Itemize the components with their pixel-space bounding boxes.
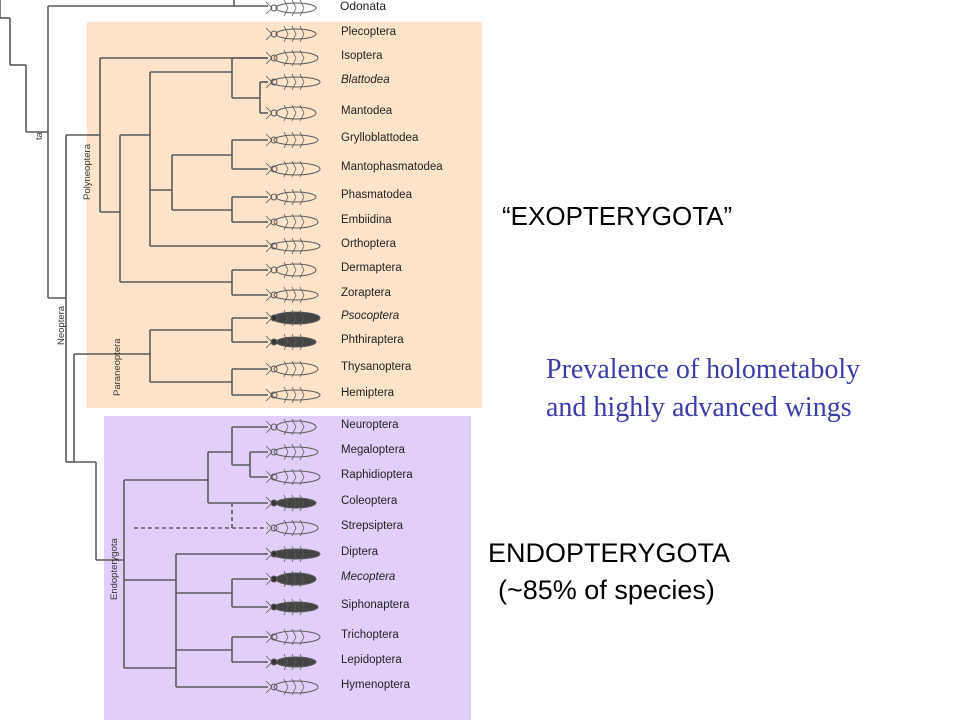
insect-icon (265, 237, 321, 255)
insect-icon (265, 309, 321, 327)
taxon-label-phthiraptera: Phthiraptera (341, 334, 404, 346)
taxon-label-hymenoptera: Hymenoptera (341, 679, 411, 691)
taxon-label-diptera: Diptera (341, 546, 379, 558)
insect-icon (265, 104, 317, 122)
insect-icon (265, 545, 321, 563)
endopterygota-box (104, 416, 471, 720)
insect-icon (265, 360, 319, 378)
taxon-label-hemiptera: Hemiptera (341, 387, 395, 399)
taxon-label-mantodea: Mantodea (341, 105, 393, 117)
insect-icon (265, 653, 317, 671)
insect-icon (265, 73, 321, 91)
holometaboly-note-line2: and highly advanced wings (546, 392, 852, 423)
insect-icon (265, 286, 319, 304)
insect-icon (265, 25, 317, 43)
insect-icon (265, 628, 321, 646)
taxon-label-odonata: Odonata (340, 0, 387, 13)
insect-icon (265, 333, 317, 351)
taxon-label-raphidioptera: Raphidioptera (341, 469, 413, 481)
group-label-paraneoptera: Paraneoptera (112, 338, 123, 396)
insect-icon (265, 519, 319, 537)
taxon-label-blattodea: Blattodea (341, 74, 390, 86)
taxon-label-mecoptera: Mecoptera (341, 571, 396, 583)
insect-icon (265, 261, 317, 279)
insect-icon (265, 188, 317, 206)
insect-icon (265, 443, 319, 461)
insect-icon (265, 598, 319, 616)
insect-icon (265, 468, 321, 486)
group-label-neoptera: Neoptera (56, 305, 67, 345)
insect-icon (265, 0, 317, 17)
endopterygota-heading: ENDOPTERYGOTA (488, 538, 731, 568)
taxon-label-isoptera: Isoptera (341, 50, 383, 62)
taxon-label-siphonaptera: Siphonaptera (341, 599, 410, 611)
insect-icon (265, 160, 321, 178)
insect-icon (265, 418, 317, 436)
taxon-label-lepidoptera: Lepidoptera (341, 654, 402, 666)
insect-icon (265, 49, 319, 67)
tree-branches (0, 0, 268, 688)
taxon-label-zoraptera: Zoraptera (341, 287, 391, 299)
taxon-label-coleoptera: Coleoptera (341, 495, 398, 507)
taxon-label-plecoptera: Plecoptera (341, 26, 396, 38)
holometaboly-note-line1: Prevalence of holometaboly (546, 354, 861, 385)
taxon-label-strepsiptera: Strepsiptera (341, 520, 404, 532)
endopterygota-species-share: (~85% of species) (498, 575, 715, 605)
insect-icon (265, 131, 319, 149)
group-label-endopterygota: Endopterygota (109, 538, 120, 600)
insect-icon (265, 213, 319, 231)
insect-illustrations (265, 0, 321, 696)
exopterygota-heading: “EXOPTERYGOTA” (502, 201, 733, 231)
taxon-label-psocoptera: Psocoptera (341, 310, 400, 322)
taxon-label-megaloptera: Megaloptera (341, 444, 405, 456)
taxon-label-thysanoptera: Thysanoptera (341, 361, 412, 373)
taxon-label-trichoptera: Trichoptera (341, 629, 399, 641)
taxon-label-neuroptera: Neuroptera (341, 419, 399, 431)
taxon-label-dermaptera: Dermaptera (341, 262, 402, 274)
taxon-label-orthoptera: Orthoptera (341, 238, 396, 250)
group-label-polyneoptera: Polyneoptera (82, 144, 93, 200)
insect-icon (265, 678, 319, 696)
truncated-group-label: ta (34, 132, 45, 140)
insect-icon (265, 386, 321, 404)
insect-icon (265, 570, 317, 588)
taxon-label-mantophasmatodea: Mantophasmatodea (341, 161, 443, 173)
insect-icon (265, 494, 317, 512)
taxon-label-embiidina: Embiidina (341, 214, 392, 226)
taxon-label-grylloblattodea: Grylloblattodea (341, 132, 419, 144)
taxon-label-phasmatodea: Phasmatodea (341, 189, 412, 201)
